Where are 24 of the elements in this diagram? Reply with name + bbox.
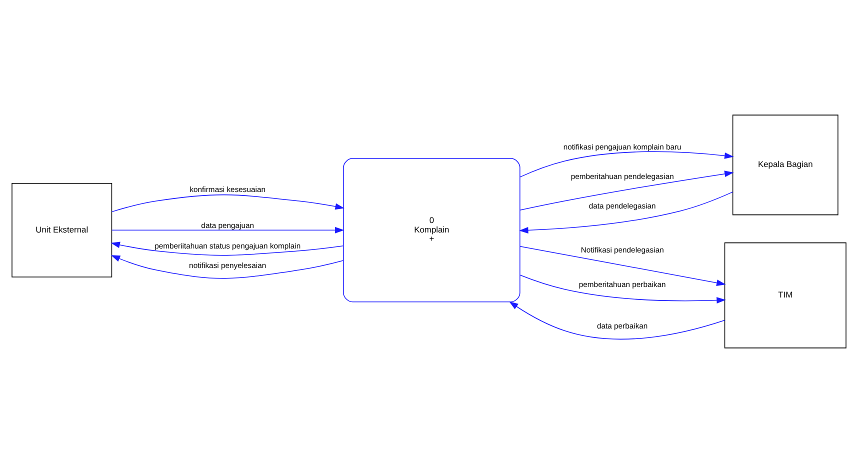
edge-label: pemberitahuan pendelegasian	[570, 172, 674, 181]
edge-label: pemberitahuan perbaikan	[578, 280, 666, 289]
node-box: 0 Komplain +	[343, 158, 520, 302]
arrow	[112, 226, 344, 234]
edge-label: Notifikasi pendelegasian	[580, 245, 664, 254]
arrow	[110, 242, 344, 256]
edge-label: data pendelegasian	[588, 202, 656, 211]
edge-label: notifikasi pengajuan komplain baru	[563, 142, 682, 152]
arrow	[520, 170, 734, 210]
edge-label: notifikasi penyelesaian	[189, 260, 266, 270]
node-box: Unit Eksternal	[12, 182, 112, 278]
arrow	[110, 255, 344, 279]
arrow	[111, 194, 344, 212]
arrow	[509, 301, 726, 340]
node-box: TIM	[724, 242, 846, 348]
arrow	[520, 246, 726, 286]
arrow	[519, 192, 734, 234]
edge-label: konfirmasi kesesuaian	[190, 184, 266, 194]
arrow	[520, 274, 726, 304]
node-box: Kepala Bagian	[732, 114, 838, 216]
edge-label: pemberiitahuan status pengajuan komplain	[154, 242, 301, 251]
edge-label: data perbaikan	[597, 321, 648, 330]
arrow	[520, 151, 734, 178]
edge-label: data pengajuan	[201, 220, 254, 230]
